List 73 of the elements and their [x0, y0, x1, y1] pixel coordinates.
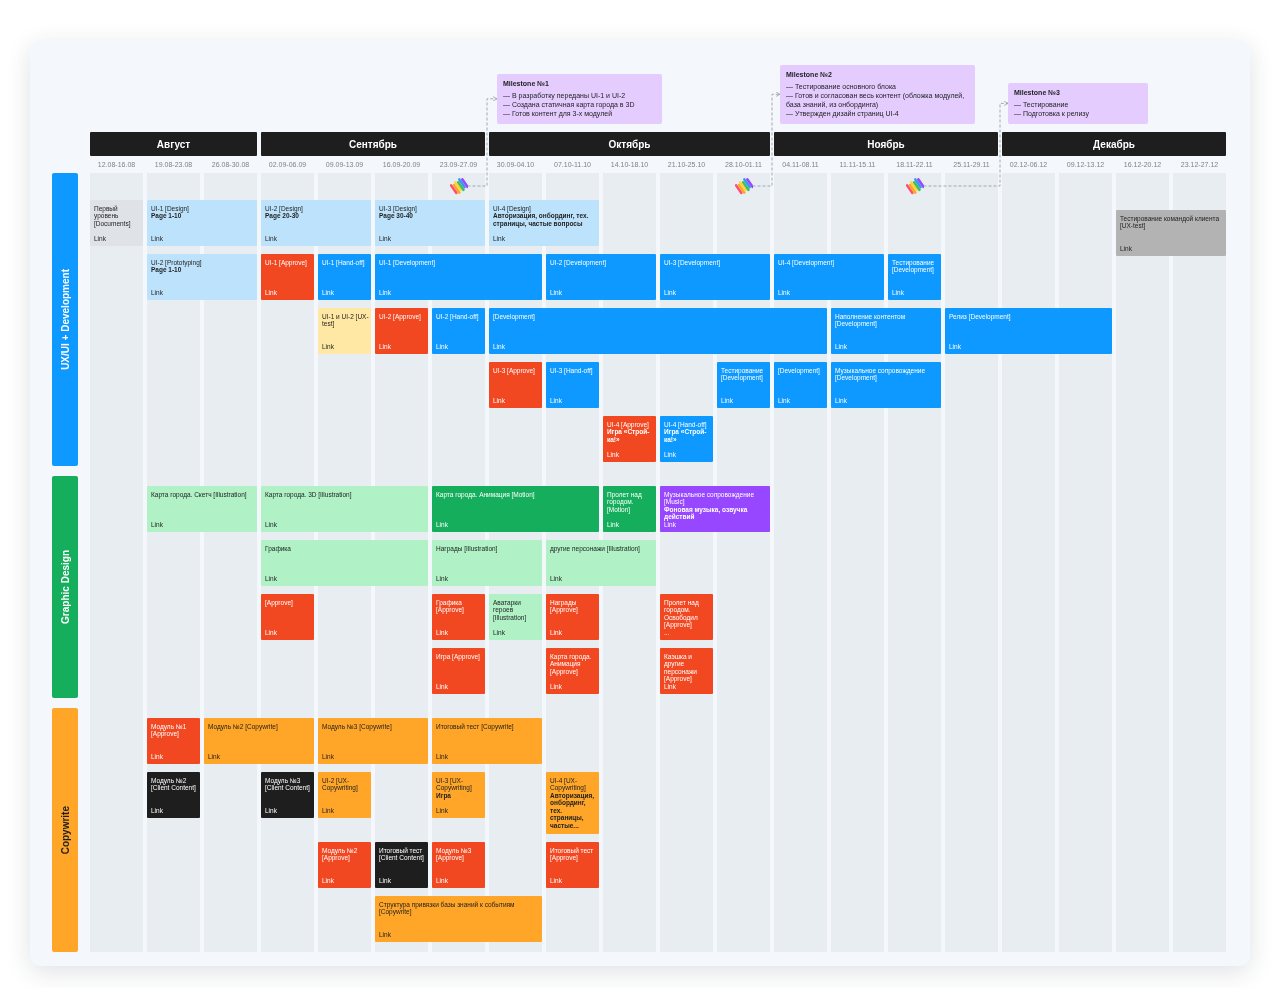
lane-bar: [52, 476, 78, 698]
task-card: [375, 308, 428, 354]
task-card: [318, 842, 371, 888]
task-card: [261, 594, 314, 640]
firecracker-icon: [905, 177, 924, 195]
task-card: [774, 254, 884, 300]
month-header: Ноябрь: [774, 132, 998, 156]
lane-bar: [52, 173, 78, 466]
task-card: [660, 486, 770, 532]
task-card: [147, 200, 257, 246]
lane-label: Copywrite: [59, 805, 71, 855]
task-card: [489, 362, 542, 408]
task-card: [261, 540, 428, 586]
task-card: [147, 718, 200, 764]
task-card: [432, 594, 485, 640]
month-header: Сентябрь: [261, 132, 485, 156]
task-card: [318, 254, 371, 300]
task-card: [546, 254, 656, 300]
task-card: [147, 772, 200, 818]
task-card: [546, 594, 599, 640]
task-card: [546, 648, 599, 694]
task-card: [489, 308, 827, 354]
task-card: [261, 486, 428, 532]
task-card: [318, 308, 371, 354]
month-header: Октябрь: [489, 132, 770, 156]
task-card: [1116, 210, 1226, 256]
task-card: [432, 648, 485, 694]
task-card: [660, 594, 713, 640]
task-card: [318, 718, 428, 764]
task-card: [831, 308, 941, 354]
lane-bar: [52, 708, 78, 952]
task-card: [375, 254, 542, 300]
month-header: Август: [90, 132, 257, 156]
task-card: [147, 486, 257, 532]
task-card: [432, 540, 542, 586]
task-card: [204, 718, 314, 764]
task-card: [318, 772, 371, 818]
task-card: [375, 200, 485, 246]
milestone-card: [780, 64, 975, 124]
task-card: [660, 416, 713, 462]
task-card: [888, 254, 941, 300]
month-header: Декабрь: [1002, 132, 1226, 156]
task-card: [432, 772, 485, 818]
task-card: [717, 362, 770, 408]
task-card: [432, 308, 485, 354]
firecracker-icon: [734, 177, 753, 195]
milestone-card: [1008, 82, 1148, 124]
task-card: [147, 254, 257, 300]
task-card: [831, 362, 941, 408]
task-card: [546, 842, 599, 888]
task-card: [261, 200, 371, 246]
task-card: [375, 842, 428, 888]
task-card: [546, 362, 599, 408]
task-card: [261, 772, 314, 818]
task-card: [375, 896, 542, 942]
milestone-card: [497, 73, 662, 124]
lane-label: Graphic Design: [59, 550, 71, 624]
task-card: [432, 486, 599, 532]
task-card: [603, 486, 656, 532]
task-card: [489, 200, 599, 246]
task-card: [432, 842, 485, 888]
task-card: [945, 308, 1112, 354]
task-card: [603, 416, 656, 462]
task-card: [660, 254, 770, 300]
lane-label: UX/UI + Development: [59, 269, 71, 370]
firecracker-icon: [449, 177, 468, 195]
task-card: [432, 718, 542, 764]
task-card: [546, 540, 656, 586]
task-card: [261, 254, 314, 300]
task-card: [489, 594, 542, 640]
task-card: [660, 648, 713, 694]
task-card: [546, 772, 599, 834]
task-card: [774, 362, 827, 408]
